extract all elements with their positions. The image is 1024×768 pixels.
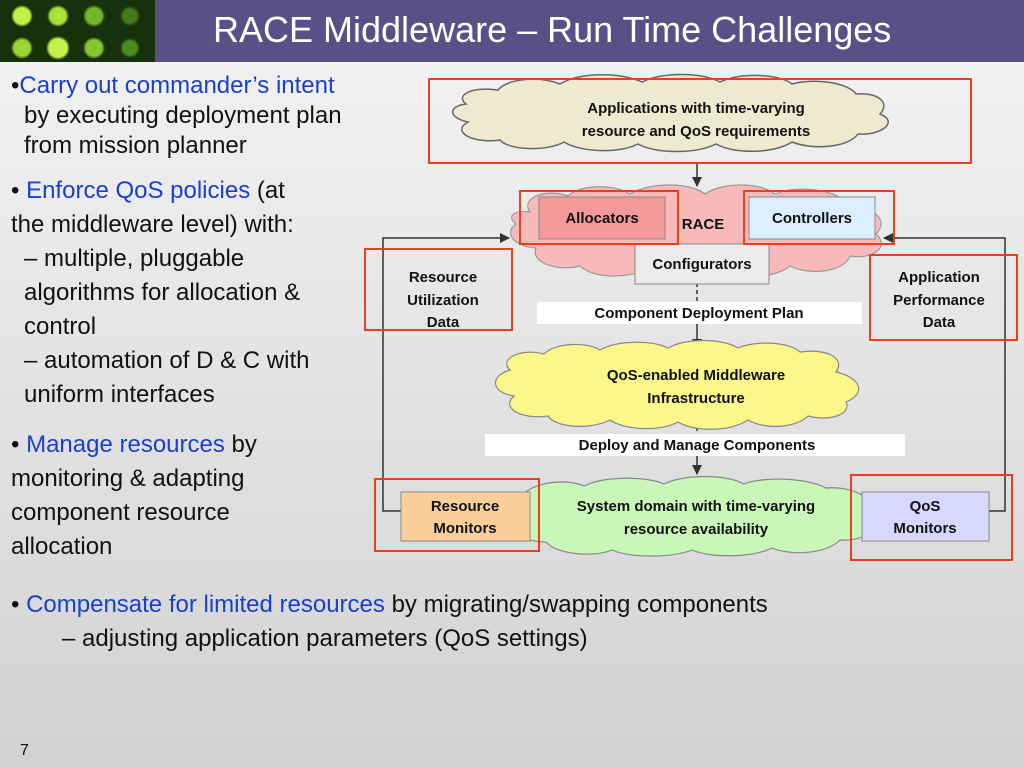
bullet-3: • Manage resources by xyxy=(11,431,257,458)
bullet-3-after: by xyxy=(224,431,257,458)
qos-monitors-line1: QoS xyxy=(910,498,941,515)
applications-cloud xyxy=(452,73,889,153)
resource-monitors-box xyxy=(400,491,531,542)
bullet-4-link: Compensate for limited resources xyxy=(26,591,385,618)
bullet-2-after: (at xyxy=(250,177,285,204)
system-domain-cloud xyxy=(509,475,874,557)
page-number: 7 xyxy=(20,742,29,759)
qos-monitors-line2: Monitors xyxy=(893,520,956,537)
qos-middleware-line2: Infrastructure xyxy=(647,390,745,407)
controllers-box xyxy=(748,196,876,240)
bullet-3-line3: component resource xyxy=(11,499,230,526)
configurators-box xyxy=(634,243,770,285)
applications-cloud-line2: resource and QoS requirements xyxy=(582,123,810,140)
bullet-1: •Carry out commander’s intent xyxy=(11,72,335,99)
resource-monitors-line1: Resource xyxy=(431,498,499,515)
resource-utilization-line1: Resource xyxy=(409,269,477,286)
deployment-plan-label: Component Deployment Plan xyxy=(594,305,803,322)
bullet-3-link: Manage resources xyxy=(26,431,225,458)
controllers-label: Controllers xyxy=(772,210,852,227)
bullet-2-sub1-line3: control xyxy=(24,313,97,340)
resource-utilization-line3: Data xyxy=(427,314,460,331)
resource-utilization-line2: Utilization xyxy=(407,292,479,309)
allocators-box xyxy=(538,196,666,240)
app-performance-line3: Data xyxy=(923,314,956,331)
app-performance-callout xyxy=(869,254,1018,341)
bullet-2: • Enforce QoS policies (at xyxy=(11,177,285,204)
system-domain-line1: System domain with time-varying xyxy=(577,498,815,515)
header-logo-image xyxy=(0,0,155,62)
allocators-callout xyxy=(519,190,679,245)
bullet-3-line2: monitoring & adapting xyxy=(11,465,245,492)
race-label: RACE xyxy=(682,216,725,233)
bullet-2-sub2-line1: – automation of D & C with xyxy=(24,347,310,374)
bullet-2-line2: the middleware level) with: xyxy=(11,211,294,238)
bullet-1-line3: from mission planner xyxy=(24,132,247,159)
bullet-4-sub: – adjusting application parameters (QoS … xyxy=(62,625,588,652)
resource-utilization-callout xyxy=(364,248,513,331)
system-domain-line2: resource availability xyxy=(624,521,769,538)
deploy-manage-band xyxy=(485,434,905,456)
bullet-1-link: Carry out commander’s intent xyxy=(19,72,335,99)
bullet-3-line4: allocation xyxy=(11,533,113,560)
deploy-manage-label: Deploy and Manage Components xyxy=(579,437,816,454)
resource-monitors-line2: Monitors xyxy=(433,520,496,537)
bullet-2-sub1-line2: algorithms for allocation & xyxy=(24,279,301,306)
configurators-label: Configurators xyxy=(652,256,751,273)
qos-middleware-line1: QoS-enabled Middleware xyxy=(607,367,785,384)
app-performance-line1: Application xyxy=(898,269,980,286)
bullet-4: • Compensate for limited resources by mi… xyxy=(11,591,768,618)
bullet-2-link: Enforce QoS policies xyxy=(26,177,251,204)
bullet-2-sub1-line1: – multiple, pluggable xyxy=(24,245,245,272)
slide-header: RACE Middleware – Run Time Challenges xyxy=(0,0,1024,62)
qos-monitors-callout xyxy=(850,474,1013,561)
allocators-label: Allocators xyxy=(565,210,638,227)
bullet-1-line2: by executing deployment plan xyxy=(24,102,342,129)
applications-cloud-line1: Applications with time-varying xyxy=(587,100,805,117)
controllers-callout xyxy=(743,190,895,245)
qos-monitors-box xyxy=(861,491,990,542)
deployment-plan-band xyxy=(537,302,862,324)
slide-title: RACE Middleware – Run Time Challenges xyxy=(213,9,892,50)
resource-monitors-callout xyxy=(374,478,540,552)
bullet-4-after: by migrating/swapping components xyxy=(384,591,768,618)
app-performance-line2: Performance xyxy=(893,292,985,309)
bullet-2-sub2-line2: uniform interfaces xyxy=(24,381,215,408)
applications-callout xyxy=(428,78,972,164)
qos-middleware-cloud xyxy=(494,339,860,430)
